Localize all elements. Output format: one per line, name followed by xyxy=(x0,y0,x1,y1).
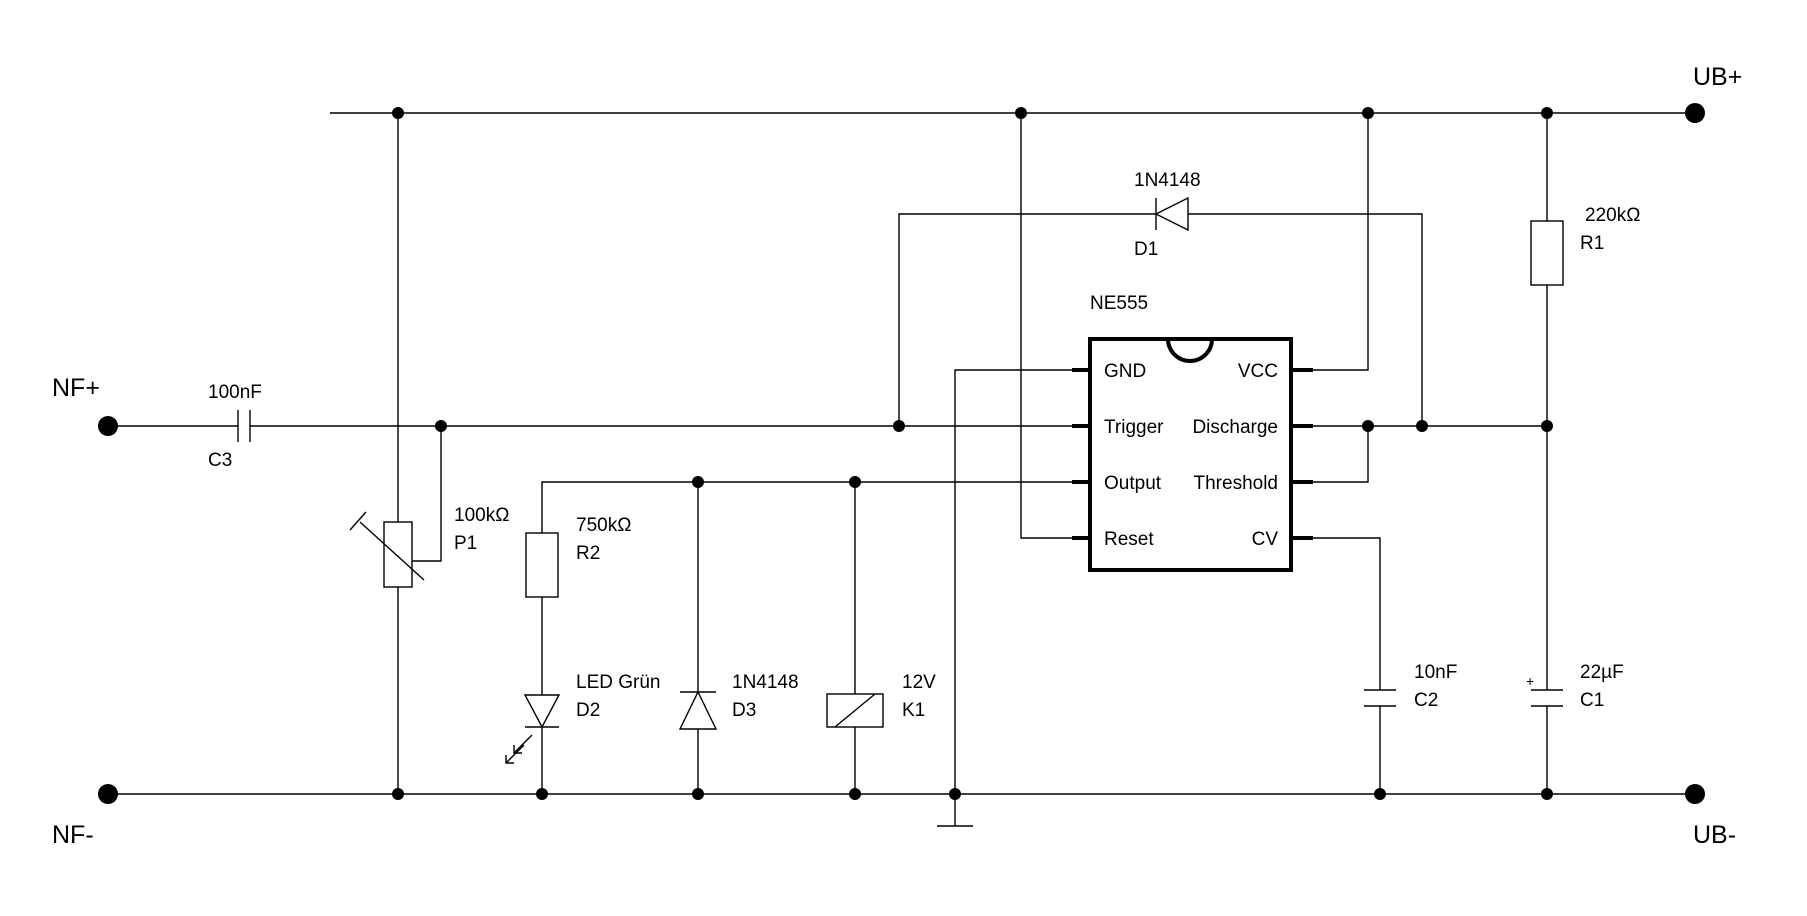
terminal-ub-plus-label: UB+ xyxy=(1693,63,1742,91)
ic-ne555: NE555 GND Trigger Output Reset VCC Disch… xyxy=(1072,293,1313,572)
p1-value: 100kΩ xyxy=(454,505,509,526)
p1-ref: P1 xyxy=(454,533,477,554)
terminal-ub-plus: UB+ xyxy=(1685,63,1742,123)
d2-value: LED Grün xyxy=(576,672,660,693)
ic-pin-gnd: GND xyxy=(1104,361,1146,382)
d3-value: 1N4148 xyxy=(732,672,799,693)
ic-pin-threshold: Threshold xyxy=(1194,473,1279,494)
r1-value: 220kΩ xyxy=(1585,205,1640,226)
ic-pin-output: Output xyxy=(1104,473,1162,494)
ic-pin-vcc: VCC xyxy=(1238,361,1278,382)
d1-ref: D1 xyxy=(1134,239,1158,260)
d3-ref: D3 xyxy=(732,700,756,721)
capacitor-c1: + 22µF C1 xyxy=(1526,662,1624,711)
junction-dots xyxy=(392,107,1553,800)
terminal-ub-minus: UB- xyxy=(1685,784,1736,849)
capacitor-c2: 10nF C2 xyxy=(1364,662,1457,711)
relay-k1: 12V K1 xyxy=(826,672,936,728)
terminal-ub-minus-label: UB- xyxy=(1693,821,1736,849)
led-d2: LED Grün D2 xyxy=(505,672,660,764)
ic-pin-trigger: Trigger xyxy=(1104,417,1164,438)
capacitor-c3: 100nF C3 xyxy=(208,382,262,471)
c2-value: 10nF xyxy=(1414,662,1457,683)
ic-pin-reset: Reset xyxy=(1104,529,1154,550)
terminal-nf-plus: NF+ xyxy=(52,374,118,436)
ic-name: NE555 xyxy=(1090,293,1148,314)
terminal-nf-plus-label: NF+ xyxy=(52,374,100,402)
terminal-nf-minus: NF- xyxy=(52,784,118,849)
diode-d3: 1N4148 D3 xyxy=(678,672,799,730)
c3-ref: C3 xyxy=(208,450,232,471)
c1-ref: C1 xyxy=(1580,690,1604,711)
r2-ref: R2 xyxy=(576,543,600,564)
c2-ref: C2 xyxy=(1414,690,1438,711)
terminal-nf-minus-label: NF- xyxy=(52,821,94,849)
ic-pin-cv: CV xyxy=(1252,529,1279,550)
potentiometer-p1: 100kΩ P1 xyxy=(349,505,509,588)
diode-d1: 1N4148 D1 xyxy=(1134,170,1201,260)
c3-value: 100nF xyxy=(208,382,262,403)
r1-ref: R1 xyxy=(1580,233,1604,254)
d2-ref: D2 xyxy=(576,700,600,721)
c1-polarity-mark: + xyxy=(1526,673,1534,689)
ic-pin-discharge: Discharge xyxy=(1192,417,1278,438)
c1-value: 22µF xyxy=(1580,662,1624,683)
wires xyxy=(108,112,1695,827)
d1-value: 1N4148 xyxy=(1134,170,1201,191)
resistor-r1: 220kΩ R1 xyxy=(1530,205,1640,286)
k1-value: 12V xyxy=(902,672,936,693)
resistor-r2: 750kΩ R2 xyxy=(525,515,631,598)
r2-value: 750kΩ xyxy=(576,515,631,536)
k1-ref: K1 xyxy=(902,700,925,721)
